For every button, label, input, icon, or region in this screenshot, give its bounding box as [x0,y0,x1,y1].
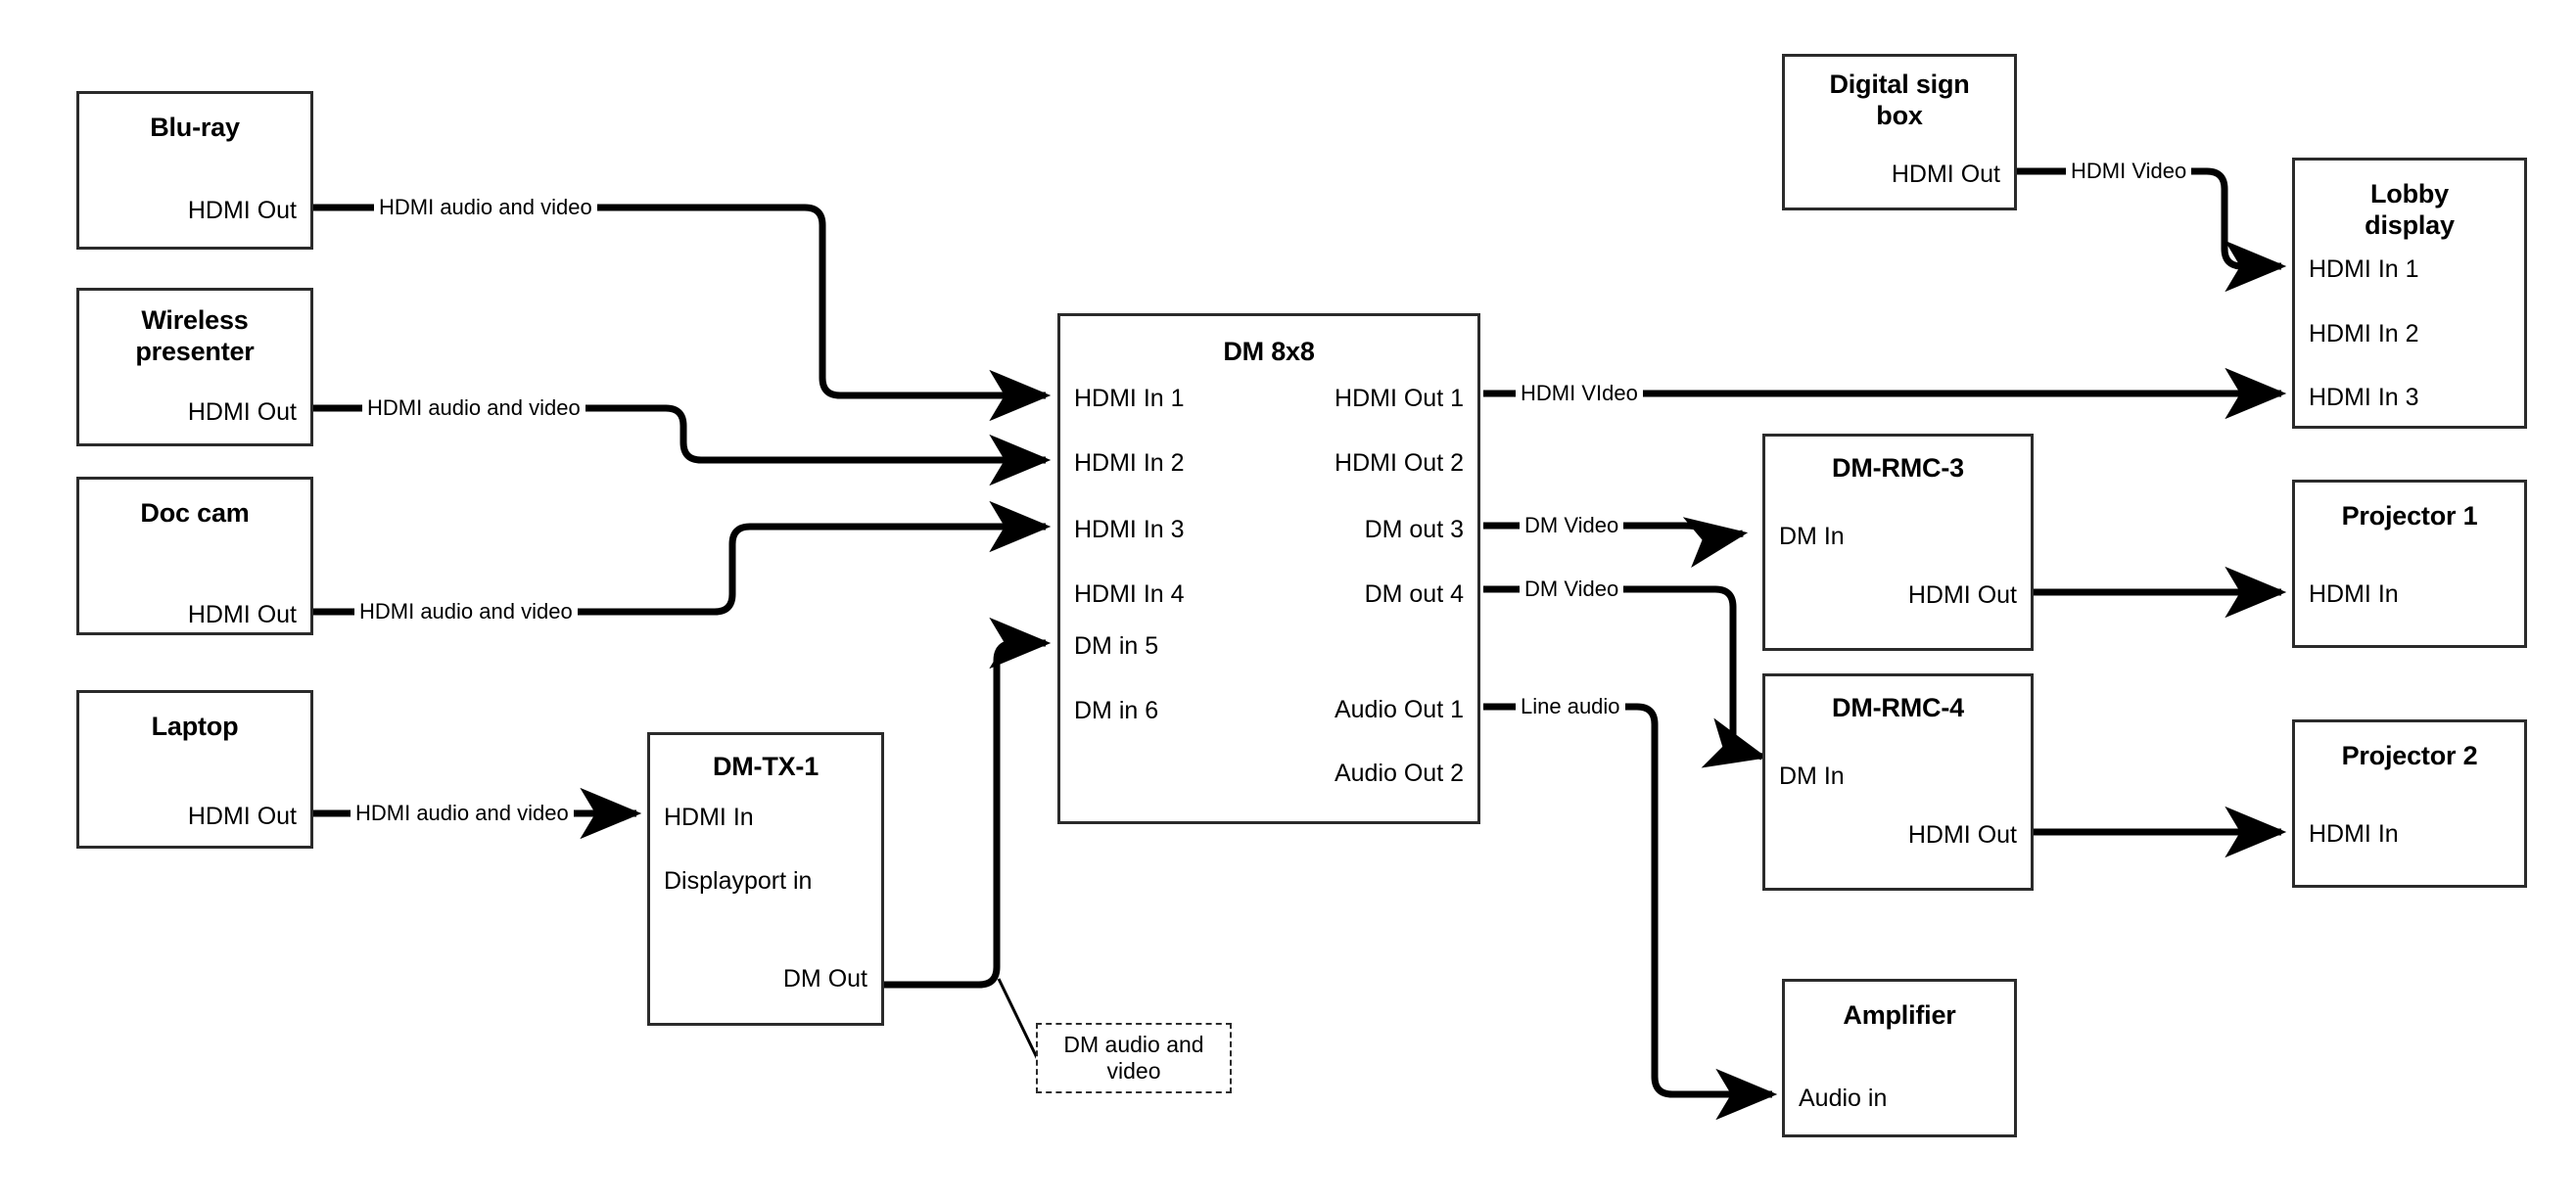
node-projector-2-title: Projector 2 [2341,741,2478,770]
node-dm-rmc-4-title: DM-RMC-4 [1832,693,1964,722]
node-dm-rmc-4-port-dm-in[interactable]: DM In [1779,762,1845,790]
wire-label-audio-out1-to-amp: Line audio [1516,695,1625,718]
wire-dmtx1-to-dm-in5 [884,617,1052,989]
node-laptop[interactable]: Laptop HDMI Out [76,690,313,849]
node-dm-rmc-4-port-hdmi-out[interactable]: HDMI Out [1907,821,2017,849]
node-projector-2[interactable]: Projector 2 HDMI In [2292,719,2527,888]
wire-label-digitalsign-to-lobby-in1: HDMI Video [2066,160,2192,183]
node-lobby-display-title-line1: Lobby [2370,179,2449,208]
node-dm-8x8-title: DM 8x8 [1223,337,1315,366]
node-projector-2-port-hdmi-in[interactable]: HDMI In [2309,820,2399,848]
node-dm-tx-1-port-hdmi-in[interactable]: HDMI In [664,804,754,831]
node-dm-rmc-4[interactable]: DM-RMC-4 DM In HDMI Out [1762,673,2034,891]
node-lobby-display-title-line2: display [2365,210,2455,240]
node-dm-tx-1[interactable]: DM-TX-1 HDMI In Displayport in DM Out [647,732,884,1026]
node-dm-8x8-output-3[interactable]: DM out 3 [1364,516,1464,543]
node-dm-8x8-output-6[interactable]: Audio Out 2 [1334,760,1464,787]
node-doc-cam-title: Doc cam [140,498,250,528]
node-wireless-presenter[interactable]: Wireless presenter HDMI Out [76,288,313,446]
node-dm-tx-1-port-displayport-in[interactable]: Displayport in [664,867,813,895]
node-lobby-display-input-2[interactable]: HDMI In 2 [2309,320,2419,347]
wire-label-bluray-to-dm-in1: HDMI audio and video [374,196,597,219]
note-dm-audio-and-video: DM audio and video [1036,1023,1232,1093]
node-wireless-presenter-title-line1: Wireless [141,305,249,335]
node-dm-8x8-output-5[interactable]: Audio Out 1 [1334,696,1464,723]
node-wireless-presenter-port-hdmi-out[interactable]: HDMI Out [187,398,297,426]
node-dm-tx-1-port-dm-out[interactable]: DM Out [782,965,867,993]
wire-label-doccam-to-dm-in3: HDMI audio and video [354,600,578,624]
node-projector-1[interactable]: Projector 1 HDMI In [2292,480,2527,648]
node-laptop-title: Laptop [151,712,239,741]
wire-label-dm-out1-to-lobby-in3: HDMI VIdeo [1516,382,1643,405]
node-dm-8x8-output-2[interactable]: HDMI Out 2 [1335,449,1464,477]
wire-bluray-to-dm-in1 [313,204,1052,422]
node-dm-8x8-input-2[interactable]: HDMI In 2 [1074,449,1185,477]
wire-label-dm-out3-to-rmc3: DM Video [1520,514,1624,537]
node-bluray-title: Blu-ray [150,113,240,142]
wire-label-laptop-to-dmtx1: HDMI audio and video [351,802,574,825]
node-lobby-display[interactable]: Lobby display HDMI In 1 HDMI In 2 HDMI I… [2292,158,2527,429]
node-digital-sign-box-title-line1: Digital sign [1829,69,1970,99]
node-amplifier[interactable]: Amplifier Audio in [1782,979,2017,1137]
node-dm-rmc-3[interactable]: DM-RMC-3 DM In HDMI Out [1762,434,2034,651]
wire-audio-out1-to-amp [1483,703,1778,1121]
wire-label-dm-out4-to-rmc4: DM Video [1520,577,1624,601]
node-projector-1-title: Projector 1 [2341,501,2478,531]
node-lobby-display-input-1[interactable]: HDMI In 1 [2309,255,2419,283]
wire-dm-out4-to-rmc4 [1483,585,1768,768]
node-lobby-display-input-3[interactable]: HDMI In 3 [2309,384,2419,411]
node-wireless-presenter-title-line2: presenter [135,337,255,366]
note-dm-audio-and-video-text: DM audio and video [1063,1032,1204,1084]
node-dm-8x8-input-1[interactable]: HDMI In 1 [1074,385,1185,412]
node-dm-rmc-3-title: DM-RMC-3 [1832,453,1964,483]
node-digital-sign-box[interactable]: Digital sign box HDMI Out [1782,54,2017,210]
node-amplifier-title: Amplifier [1843,1000,1956,1030]
node-projector-1-port-hdmi-in[interactable]: HDMI In [2309,580,2399,608]
node-dm-8x8-input-6[interactable]: DM in 6 [1074,697,1159,724]
wire-label-wireless-to-dm-in2: HDMI audio and video [362,396,585,420]
node-dm-8x8-output-1[interactable]: HDMI Out 1 [1335,385,1464,412]
node-bluray-port-hdmi-out[interactable]: HDMI Out [187,197,297,224]
node-dm-8x8-output-4[interactable]: DM out 4 [1364,580,1464,608]
node-dm-8x8-input-5[interactable]: DM in 5 [1074,632,1159,660]
node-dm-rmc-3-port-hdmi-out[interactable]: HDMI Out [1907,581,2017,609]
node-dm-8x8[interactable]: DM 8x8 HDMI In 1 HDMI In 2 HDMI In 3 HDM… [1057,313,1480,824]
node-dm-rmc-3-port-dm-in[interactable]: DM In [1779,523,1845,550]
node-digital-sign-box-title-line2: box [1876,101,1923,130]
node-amplifier-port-audio-in[interactable]: Audio in [1799,1085,1888,1112]
node-doc-cam-port-hdmi-out[interactable]: HDMI Out [187,601,297,628]
node-dm-8x8-input-3[interactable]: HDMI In 3 [1074,516,1185,543]
node-laptop-port-hdmi-out[interactable]: HDMI Out [187,803,297,830]
wire-digitalsign-to-lobby-in1 [2017,167,2287,293]
node-digital-sign-box-port-hdmi-out[interactable]: HDMI Out [1891,161,2000,188]
node-dm-tx-1-title: DM-TX-1 [712,752,820,781]
node-bluray[interactable]: Blu-ray HDMI Out [76,91,313,250]
node-dm-8x8-input-4[interactable]: HDMI In 4 [1074,580,1185,608]
node-doc-cam[interactable]: Doc cam HDMI Out [76,477,313,635]
